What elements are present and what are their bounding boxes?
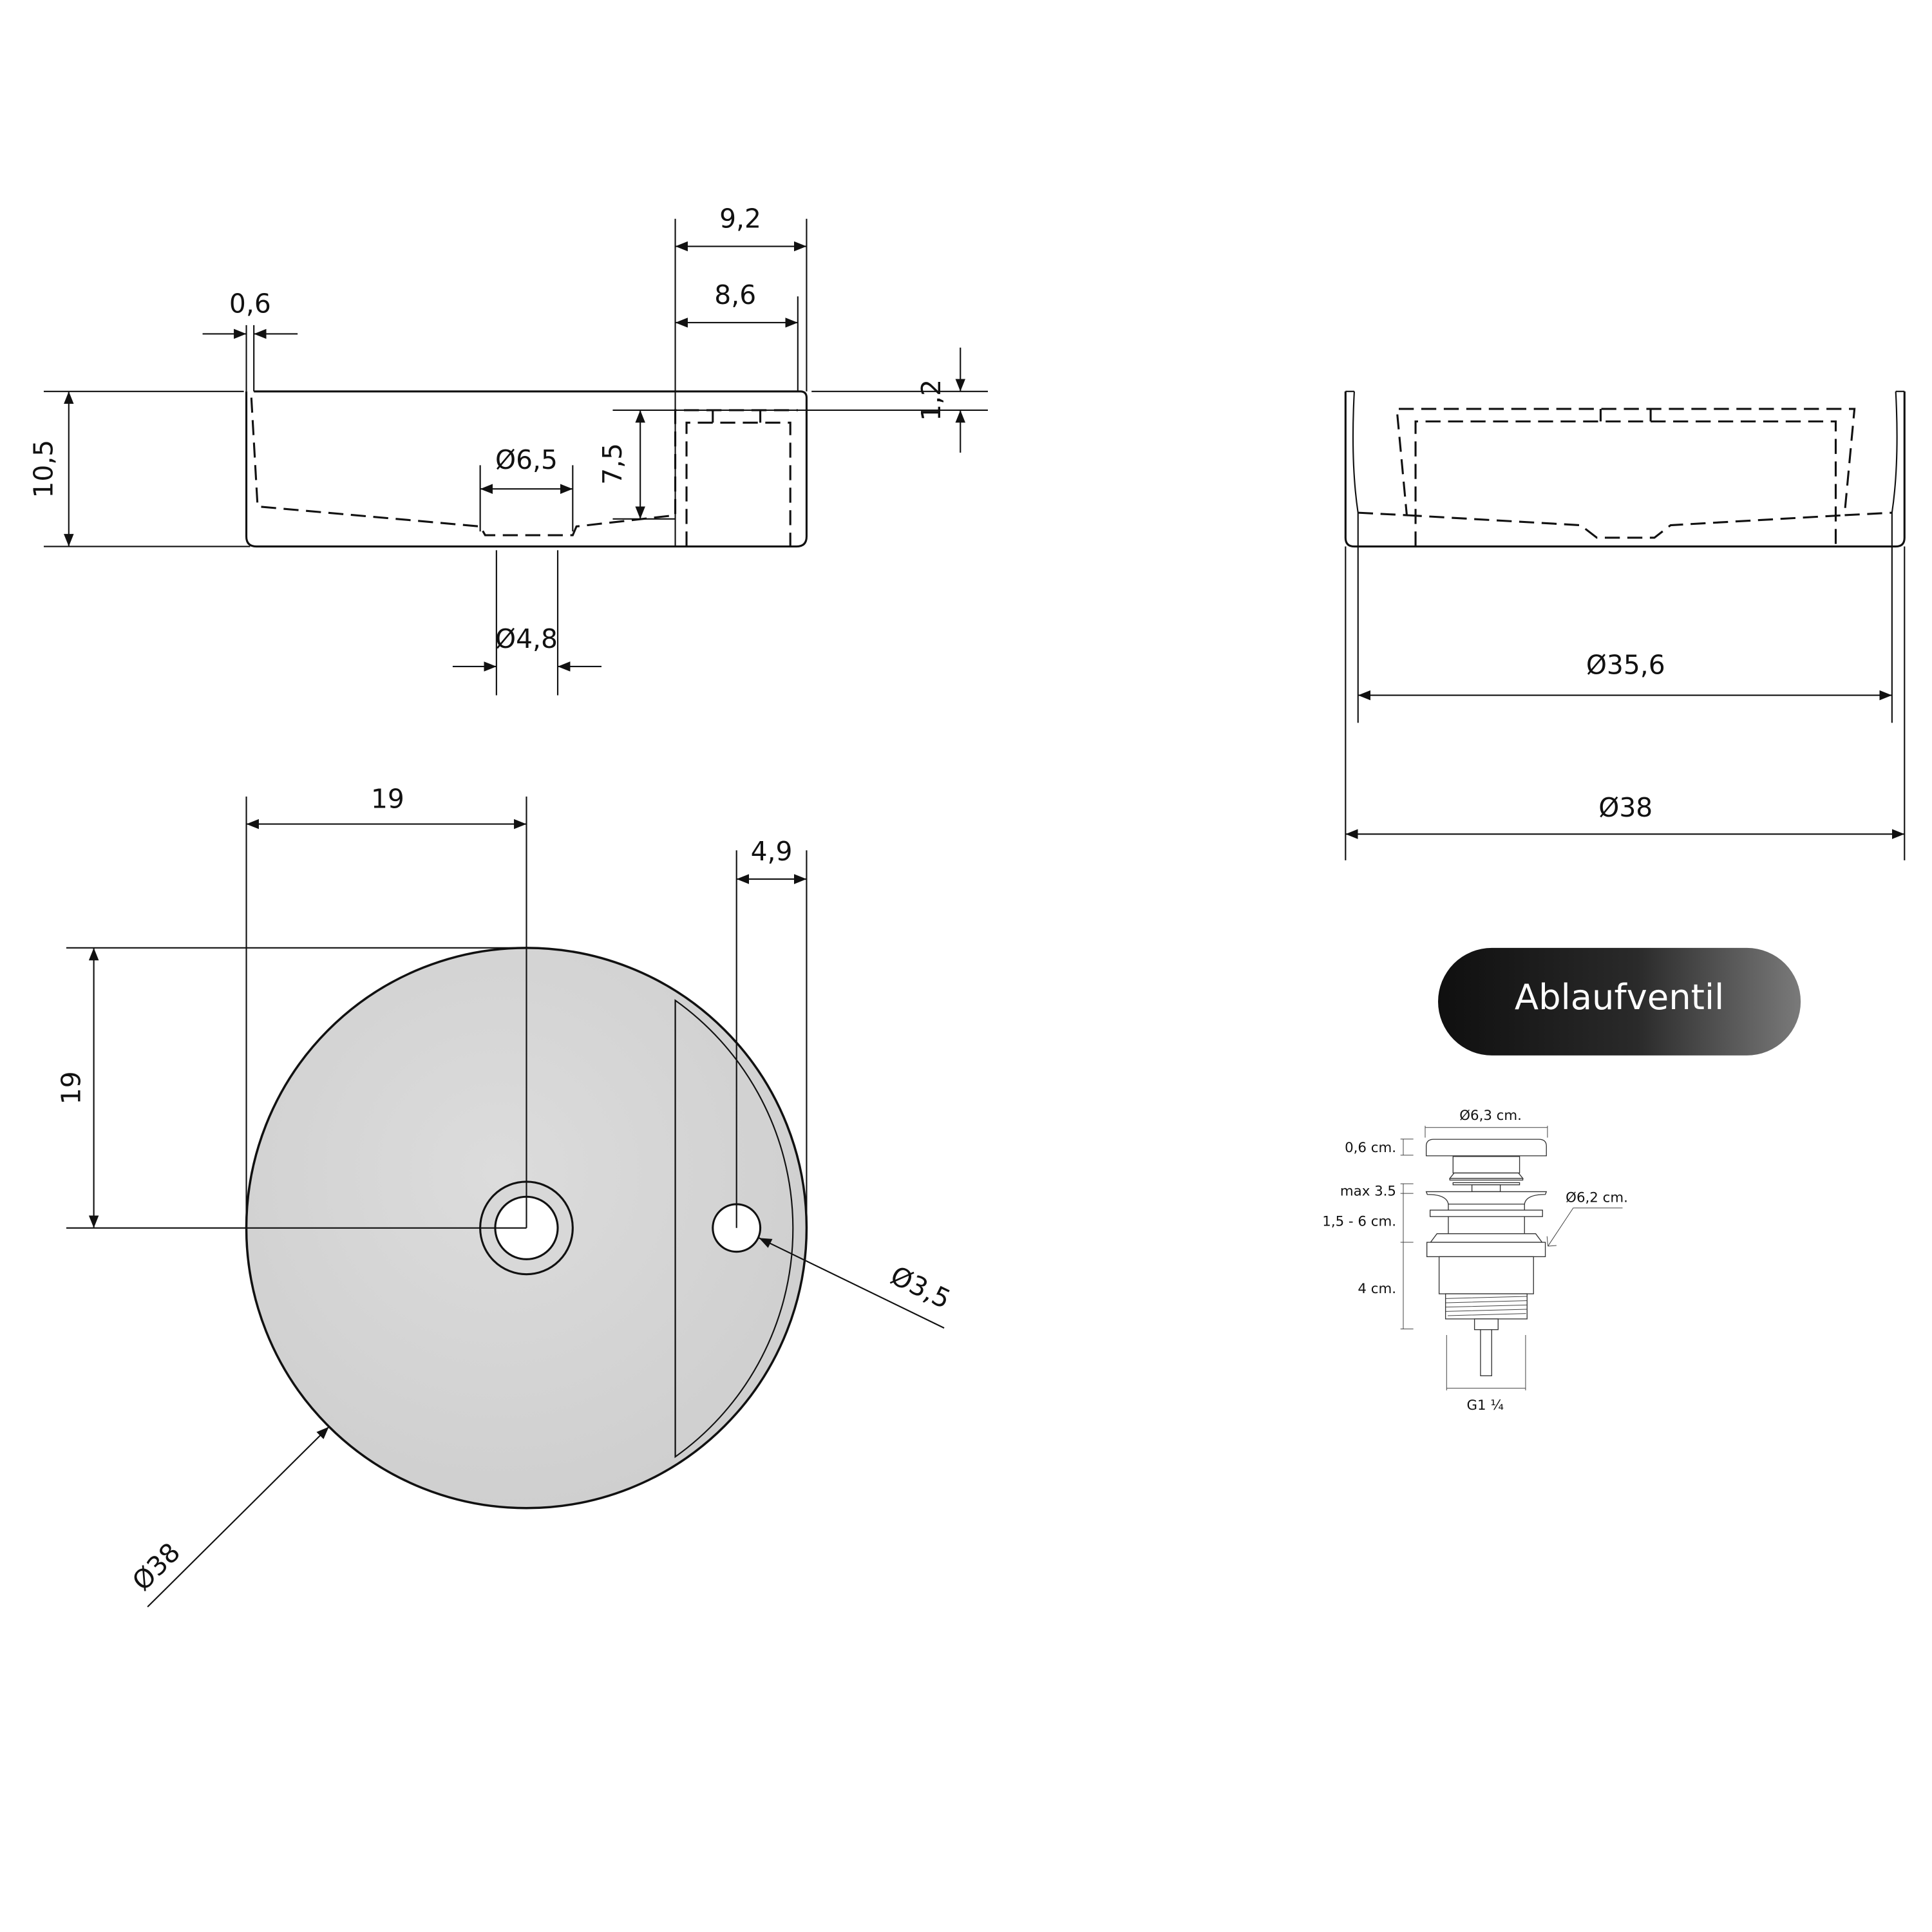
dim-drain-recess: Ø6,5 xyxy=(495,444,558,475)
dim-drain-hole: Ø4,8 xyxy=(495,623,558,654)
basin-outline xyxy=(245,390,808,548)
section-view: 10,5 0,6 9,2 8,6 1,2 7,5 Ø6,5 Ø4,8 xyxy=(28,203,988,696)
valve-washer xyxy=(1429,1209,1543,1217)
dim-max-lift: max 3.5 xyxy=(1340,1183,1396,1199)
drain-valve-title: Ablaufventil xyxy=(1515,977,1724,1018)
dim-basin-depth: 7,5 xyxy=(597,443,628,485)
dim-cap-diameter: Ø6,3 cm. xyxy=(1459,1108,1522,1124)
dim-inner-diameter: Ø35,6 xyxy=(1586,650,1665,681)
valve-nut xyxy=(1426,1242,1546,1258)
valve-cap xyxy=(1425,1139,1547,1157)
dim-overflow-offset: 4,9 xyxy=(751,836,793,867)
dim-overflow-hole: Ø3,5 xyxy=(886,1260,955,1315)
side-view: Ø35,6 Ø38 xyxy=(1344,390,1906,860)
dim-flange-diameter: Ø6,2 cm. xyxy=(1566,1189,1628,1206)
plan-view: 19 19 4,9 Ø3,5 Ø38 xyxy=(55,783,956,1607)
dim-body-height: 4 cm. xyxy=(1358,1281,1396,1297)
dim-wall-thickness: 0,6 xyxy=(229,288,271,319)
dim-center-x: 19 xyxy=(371,783,404,814)
dim-overall-height: 10,5 xyxy=(28,440,59,498)
dim-ledge-inner: 8,6 xyxy=(714,279,756,310)
dim-plan-outer-diameter: Ø38 xyxy=(126,1537,186,1596)
valve-rod xyxy=(1480,1329,1492,1376)
side-outline xyxy=(1344,391,1906,548)
dim-ledge-depth: 1,2 xyxy=(916,379,947,421)
dim-cap-height: 0,6 cm. xyxy=(1345,1140,1396,1156)
dim-outer-diameter: Ø38 xyxy=(1598,792,1653,823)
dim-ledge-outer: 9,2 xyxy=(719,203,761,234)
drain-valve-title-badge: Ablaufventil xyxy=(1438,947,1801,1056)
dim-thread: G1 ¼ xyxy=(1467,1397,1504,1414)
drain-valve-drawing: Ø6,3 cm. 0,6 cm. max 3.5 1,5 - 6 cm. 4 c… xyxy=(1322,1108,1628,1414)
dim-adjust-range: 1,5 - 6 cm. xyxy=(1322,1214,1396,1230)
dim-center-y: 19 xyxy=(55,1071,86,1104)
